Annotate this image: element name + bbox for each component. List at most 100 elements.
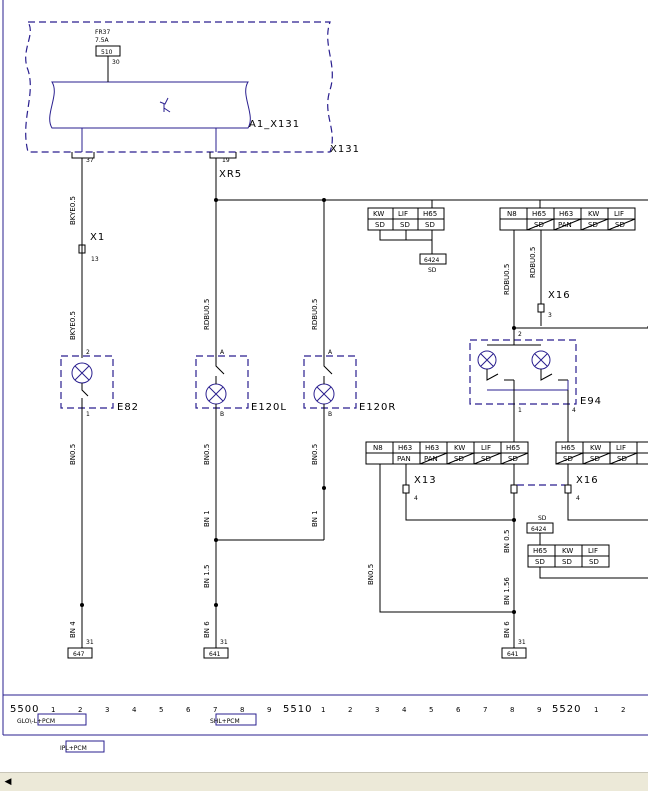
table-cell: N8: [373, 444, 383, 452]
connector-x13: [402, 484, 410, 494]
table-cell: SD: [535, 558, 545, 566]
lamp-pin: A: [220, 349, 225, 356]
table-cell: SD: [562, 558, 572, 566]
horizontal-scrollbar[interactable]: ◀: [0, 772, 648, 791]
link-shl-box[interactable]: [215, 713, 257, 726]
link-ipl-box[interactable]: [65, 740, 105, 753]
module-enclosure: [25, 21, 333, 153]
lamp-e120l: A B E120L: [195, 349, 287, 418]
ruler-tick: 7: [483, 706, 487, 714]
table-ref-sub: SD: [428, 267, 437, 274]
connector-x16-b: [564, 484, 572, 494]
table-cell: H65: [533, 547, 547, 555]
table-cell: N8: [507, 210, 517, 218]
table-cell: KW: [373, 210, 384, 218]
lamp-e120r: A B E120R: [303, 349, 396, 418]
table-cell: LIF: [614, 210, 624, 218]
lamp-e82: 2 1 E82: [60, 349, 139, 418]
connector-x16-b-label: X16: [576, 475, 599, 486]
wire-label: RDBU0.5: [529, 247, 537, 278]
table-cell: H65: [561, 444, 575, 452]
ruler-tick: 7: [213, 706, 217, 714]
ruler-tick: 1: [594, 706, 598, 714]
pin-19: 19: [222, 157, 230, 164]
lamp-pin: A: [328, 349, 333, 356]
ground-label: 641: [507, 651, 519, 658]
module-connector: X131: [330, 144, 360, 155]
table-cell: SD: [375, 221, 385, 229]
connector-pin: 13: [91, 256, 99, 263]
connector-x13-label: X13: [414, 475, 437, 486]
wire-label: BN 1: [311, 510, 319, 527]
module-name: A1_X131: [249, 119, 300, 130]
ruler-tick: 6: [456, 706, 461, 714]
table-cell: KW: [590, 444, 601, 452]
ruler-tick: 2: [621, 706, 625, 714]
table-ref: 6424: [424, 257, 439, 264]
wiring-diagram: FR37 7.5A 510 30 A1_X131 X131 37 19 XR5 …: [2, 0, 648, 753]
lamp-pin: 1: [86, 411, 90, 418]
lamp-pin: 4: [572, 407, 576, 414]
table-cell: H63: [425, 444, 439, 452]
table-cell: LIF: [616, 444, 626, 452]
connector-x16-a-label: X16: [548, 290, 571, 301]
table-cell: LIF: [481, 444, 491, 452]
table-cell: H65: [423, 210, 437, 218]
table-cell: SD: [589, 558, 599, 566]
ground-647: 647 31: [67, 639, 94, 659]
option-table-3: N8 H63 H63 KW LIF H65 PAN PAN SD SD SD: [365, 441, 529, 465]
connector-pin: 4: [414, 495, 418, 502]
table-cell: KW: [454, 444, 465, 452]
wire-label: BN 4: [69, 621, 77, 638]
table-cell: PAN: [424, 455, 438, 463]
ruler-tick: 8: [510, 706, 514, 714]
connector-x16-a: [537, 303, 545, 313]
link-glo-box[interactable]: [37, 713, 87, 726]
lamp-pin: 2: [86, 349, 90, 356]
table-cell: KW: [562, 547, 573, 555]
ground-label: 647: [73, 651, 85, 658]
ruler-tick: 5: [429, 706, 433, 714]
scroll-left-arrow-icon[interactable]: ◀: [4, 777, 12, 787]
lamp-pin: 2: [518, 331, 522, 338]
lamp-e120r-label: E120R: [359, 402, 396, 413]
lamp-pin: 1: [518, 407, 522, 414]
link-glo[interactable]: GLO\-L+PCM: [17, 718, 55, 725]
table-cell: LIF: [588, 547, 598, 555]
wire-label: BKYE0.5: [69, 311, 77, 340]
ruler-tick: 3: [375, 706, 379, 714]
fuse-name: FR37: [95, 29, 110, 36]
table-cell: SD: [400, 221, 410, 229]
wire-label: RDBU0.5: [503, 264, 511, 295]
ruler-tick: 2: [78, 706, 82, 714]
ground-641-a: 641 31: [203, 639, 229, 659]
wire-label: BN0.5: [367, 564, 375, 585]
table-cell: H63: [398, 444, 412, 452]
connector-pin: 3: [548, 312, 552, 319]
lamp-pin: B: [328, 411, 332, 418]
ground-pin: 31: [518, 639, 526, 646]
wire-label: BN 6: [503, 621, 511, 638]
ground-pin: 31: [220, 639, 228, 646]
wire-label: BN 1: [203, 510, 211, 527]
ruler-section: 5520: [552, 704, 581, 715]
ruler-section: 5510: [283, 704, 312, 715]
ruler-tick: 2: [348, 706, 352, 714]
table-cell: H65: [506, 444, 520, 452]
table-ref: 6424: [531, 526, 546, 533]
wire-label: BKYE0.5: [69, 196, 77, 225]
pin-37: 37: [86, 157, 94, 164]
table-cell: KW: [588, 210, 599, 218]
connector-x16-b-left: [510, 484, 518, 494]
link-shl[interactable]: SHL+PCM: [210, 718, 240, 725]
lamp-e82-label: E82: [117, 402, 139, 413]
link-ipl[interactable]: IPL+PCM: [60, 745, 87, 752]
table-cell: H65: [532, 210, 546, 218]
ruler: 5500 1 2 3 4 5 6 7 8 9 5510 1 2 3 4 5 6 …: [10, 704, 625, 715]
connector-x1: [78, 244, 86, 254]
ruler-tick: 1: [321, 706, 325, 714]
lamp-e120l-label: E120L: [251, 402, 287, 413]
lamp-e94: 2 1 4 E94: [469, 328, 601, 414]
lamp-pin: B: [220, 411, 224, 418]
option-table-1: KW LIF H65 SD SD SD 6424 SD: [367, 207, 447, 274]
